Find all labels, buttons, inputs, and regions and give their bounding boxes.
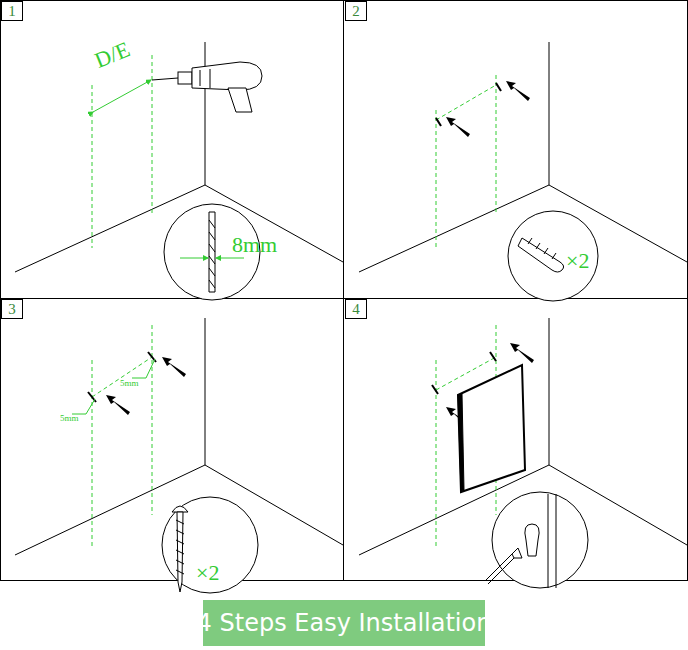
panel-frame xyxy=(0,298,688,299)
wall-hole xyxy=(436,83,501,126)
zoom-circle xyxy=(177,512,183,592)
zoom-circle xyxy=(508,211,598,301)
room-corner xyxy=(15,42,687,555)
panel-frame xyxy=(343,0,344,581)
panel-frame xyxy=(1,1,688,581)
step-number-box: 4 xyxy=(345,299,367,319)
step-number: 4 xyxy=(352,302,360,317)
guide-line xyxy=(152,325,153,515)
pointer-arrow xyxy=(106,395,130,415)
mirror-panel xyxy=(458,394,464,492)
quantity-label: ×2 xyxy=(566,250,589,272)
guide-line xyxy=(496,75,497,215)
dimension-line xyxy=(93,80,151,112)
step-number-box: 1 xyxy=(1,1,23,21)
step-number: 2 xyxy=(352,4,360,19)
leader-line xyxy=(72,359,155,414)
guide-line xyxy=(436,360,437,548)
zoom-circle xyxy=(486,554,514,584)
guide-line xyxy=(92,85,93,248)
dimension-line xyxy=(93,80,151,112)
wall-hole xyxy=(436,118,441,126)
pointer-arrow xyxy=(510,343,534,363)
zoom-circle xyxy=(209,220,215,288)
leader-line xyxy=(132,359,155,378)
pointer-arrow xyxy=(506,81,530,101)
dimension-label: D/E xyxy=(92,38,133,72)
zoom-circle xyxy=(512,548,522,558)
guide-line xyxy=(92,55,496,548)
mirror-panel xyxy=(458,365,525,492)
room-corner xyxy=(205,318,206,465)
wall-screw xyxy=(88,352,156,402)
zoom-circle xyxy=(528,238,556,259)
size-label: 8mm xyxy=(232,234,277,256)
guide-line xyxy=(436,85,496,120)
drill xyxy=(228,88,252,112)
dimension-label: 5mm xyxy=(120,379,139,388)
zoom-circle xyxy=(518,238,564,272)
zoom-circle xyxy=(492,492,588,588)
room-corner xyxy=(549,318,550,465)
guide-line xyxy=(152,55,153,215)
wall-hole xyxy=(496,83,501,91)
step-number-box: 3 xyxy=(1,299,23,319)
zoom-circle xyxy=(556,494,557,588)
room-corner xyxy=(205,42,206,185)
guide-line xyxy=(92,357,152,397)
dimension-label: 5mm xyxy=(60,414,79,423)
zoom-circle xyxy=(162,497,258,593)
drill xyxy=(200,70,201,86)
step-number-box: 2 xyxy=(345,1,367,21)
wall-screw xyxy=(88,392,96,402)
drill xyxy=(178,72,192,84)
mirror-panel xyxy=(458,365,525,492)
title-banner: 4 Steps Easy Installation xyxy=(203,600,485,646)
step-number: 3 xyxy=(8,302,16,317)
guide-line xyxy=(436,110,437,248)
wall-screw xyxy=(432,385,438,394)
drill xyxy=(210,69,211,88)
panel-frame xyxy=(0,0,688,581)
zoom-circle xyxy=(525,524,539,556)
drill xyxy=(152,78,178,80)
zoom-circle xyxy=(180,258,208,259)
zoom-circle xyxy=(548,494,549,588)
drill xyxy=(192,62,262,90)
zoom-circle xyxy=(176,520,184,574)
zoom-circle xyxy=(172,506,188,512)
wall-screw xyxy=(490,352,496,361)
zoom-circle xyxy=(508,211,598,301)
zoom-circle xyxy=(216,258,244,259)
pointer-arrow xyxy=(162,357,186,377)
pointer-arrow xyxy=(106,81,538,537)
zoom-circle xyxy=(486,492,588,588)
zoom-circle xyxy=(162,497,258,593)
drill xyxy=(152,62,262,112)
quantity-label: ×2 xyxy=(196,562,219,584)
title-text: 4 Steps Easy Installation xyxy=(197,611,492,635)
step-number: 1 xyxy=(8,4,16,19)
guide-line xyxy=(92,360,93,548)
pointer-arrow xyxy=(446,117,470,137)
leader-line xyxy=(72,399,95,414)
room-corner xyxy=(549,42,550,185)
zoom-circle xyxy=(209,212,215,292)
